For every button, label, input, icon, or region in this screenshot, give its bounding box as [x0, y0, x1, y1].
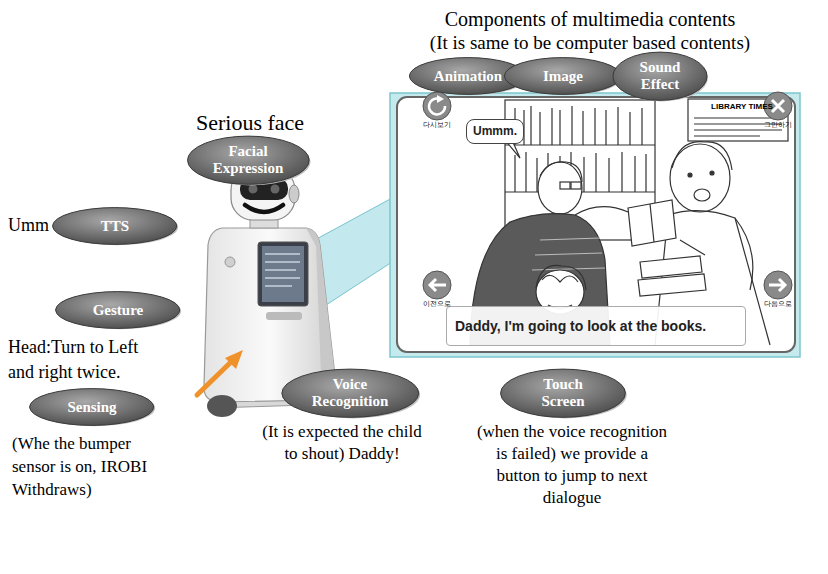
component-name: TTS	[70, 218, 160, 235]
speech-bubble: Ummm.	[466, 119, 524, 144]
button-label: 그만하기	[753, 121, 803, 130]
component-ellipse: Sensing	[27, 387, 156, 427]
text-block: Daddy, I'm going to look at the books.	[455, 318, 737, 335]
bumper-arrow	[197, 350, 243, 395]
text-block: TTS	[70, 218, 160, 235]
component-name: Facial Expression	[204, 143, 292, 177]
component-ellipse: TTS	[50, 206, 179, 246]
button-label: 다음으로	[753, 300, 803, 309]
component-ellipse: Facial Expression	[185, 134, 312, 186]
component-ellipse: Voice Recognition	[279, 367, 422, 419]
text-block: Ummm.	[472, 123, 518, 140]
newspaper-title: LIBRARY TIMES	[698, 102, 786, 112]
component-name: Sound Effect	[630, 59, 690, 93]
component-ellipse: Touch Screen	[498, 367, 628, 419]
annotation: (It is expected the child to shout) Dadd…	[262, 421, 422, 465]
text-block: Animation	[426, 68, 510, 85]
story-text: Daddy, I'm going to look at the books.	[455, 318, 737, 335]
component-ellipse: Image	[502, 56, 623, 96]
component-name: Sensing	[47, 399, 137, 416]
component-name: Touch Screen	[527, 376, 599, 410]
screen-buttons	[423, 92, 792, 299]
text-block: Gesture	[73, 302, 163, 319]
note: (It is same to be computer based content…	[375, 32, 805, 54]
component-name: Image	[521, 68, 605, 85]
section-title: Components of multimedia contents	[380, 7, 800, 31]
button-label: 이전으로	[412, 300, 462, 309]
text-block: Voice Recognition	[300, 376, 400, 410]
annotation: (Whe the bumper sensor is on, IROBI With…	[12, 432, 168, 501]
text-block: Facial Expression	[204, 143, 292, 177]
story-text: Ummm.	[472, 123, 518, 140]
component-name: Voice Recognition	[300, 376, 400, 410]
component-ellipse: Gesture	[53, 290, 182, 330]
annotation: (when the voice recognition is failed) w…	[476, 421, 668, 509]
component-name: Animation	[426, 68, 510, 85]
component-ellipse: Sound Effect	[611, 50, 709, 102]
text-block: Touch Screen	[527, 376, 599, 410]
component-name: Gesture	[73, 302, 163, 319]
caption-box: Daddy, I'm going to look at the books.	[446, 306, 746, 346]
screen-panel	[300, 93, 800, 357]
text-block: Image	[521, 68, 605, 85]
button-label: 다시보기	[412, 121, 462, 130]
annotation: Head:Turn to Left and right twice.	[8, 335, 168, 385]
text-block: Sensing	[47, 399, 137, 416]
annotation: Serious face	[175, 110, 325, 136]
annotation: Umm	[8, 214, 58, 236]
text-block: Sound Effect	[630, 59, 690, 93]
